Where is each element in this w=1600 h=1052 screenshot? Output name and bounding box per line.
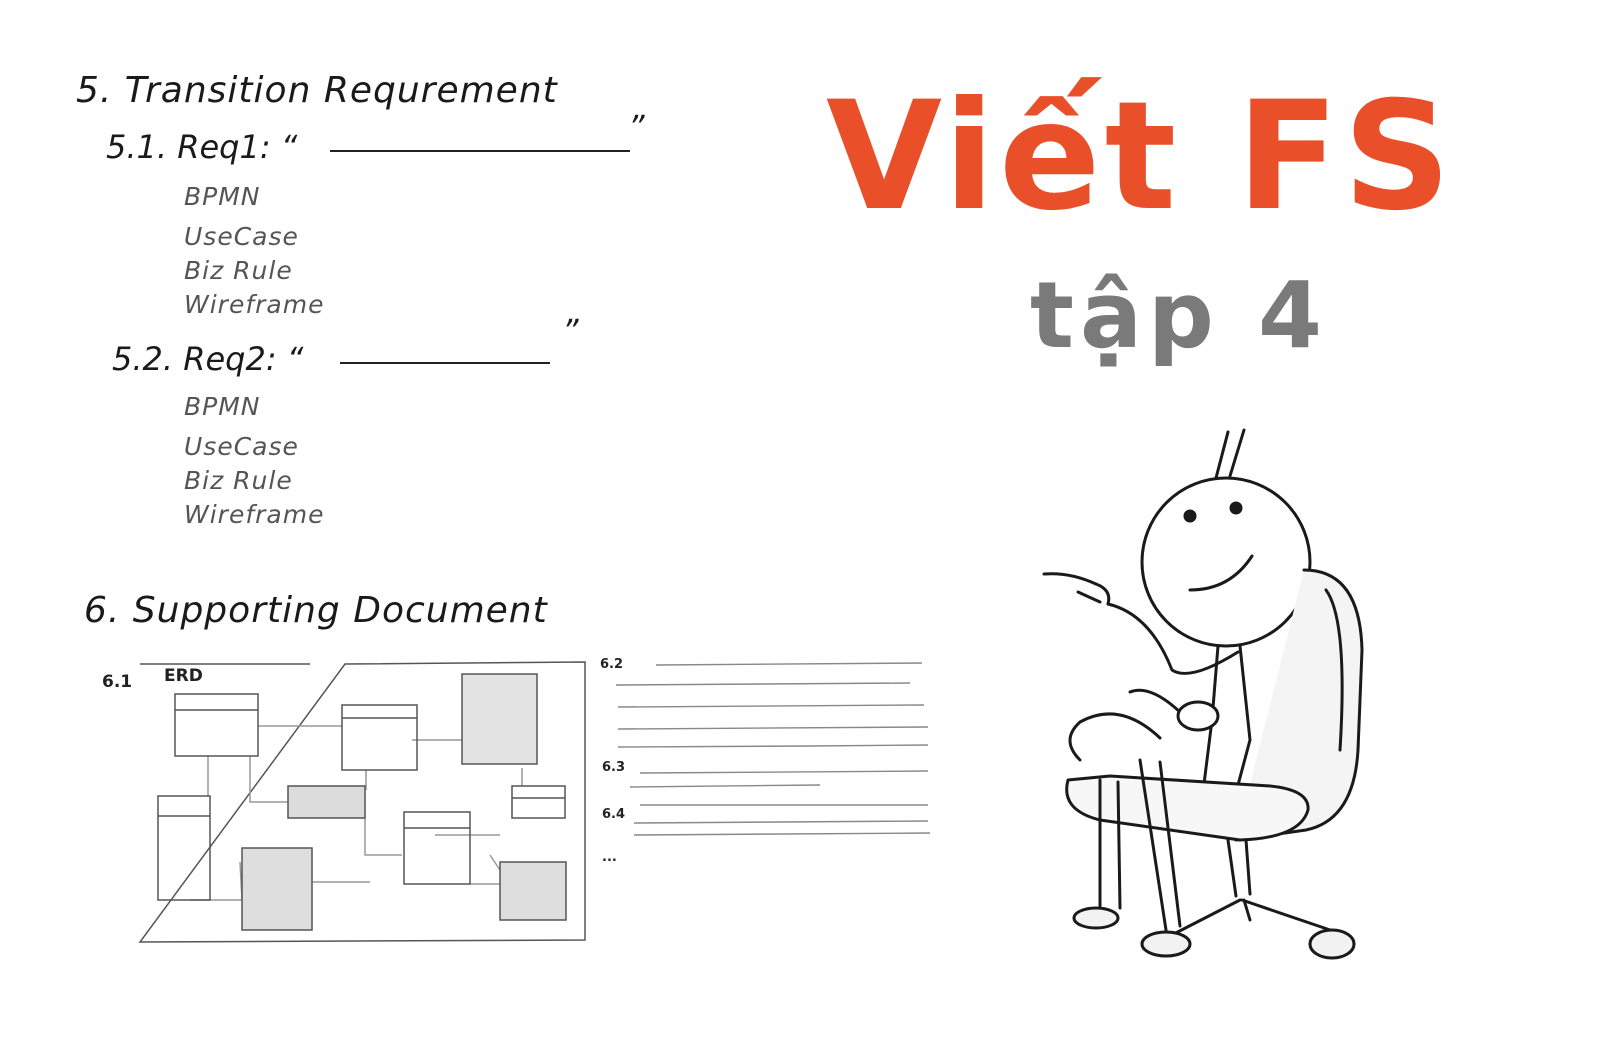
side-number-more: ...	[602, 850, 617, 865]
req1-open-quote: “	[280, 128, 298, 166]
req1-blank	[330, 150, 630, 152]
erd-label: ERD	[164, 666, 203, 686]
section-5-heading: 5. Transition Requrement	[76, 70, 558, 111]
side-number-6-4: 6.4	[602, 807, 626, 822]
side-number-6-3: 6.3	[602, 760, 626, 775]
erd-table-2	[341, 704, 418, 771]
req1-close-quote: ”	[628, 108, 645, 146]
req2-line: 5.2. Req2: “	[112, 340, 303, 378]
erd-connectors	[190, 725, 523, 901]
title-sub: tập 4	[1030, 262, 1328, 369]
req2-blank	[340, 362, 550, 364]
erd-diagram	[138, 661, 586, 943]
erd-table-9	[499, 861, 567, 921]
erd-table-7	[403, 811, 471, 885]
req2-label: 5.2. Req2:	[112, 340, 277, 378]
erd-table-3	[461, 673, 538, 765]
stick-figure-sitting-pointing-icon	[1042, 428, 1364, 960]
title-main: Viết FS	[826, 70, 1456, 244]
placeholder-text-lines	[615, 662, 931, 836]
erd-table-6	[511, 785, 566, 819]
erd-table-8	[241, 847, 313, 931]
req2-item-usecase: UseCase	[184, 432, 299, 461]
erd-frame	[138, 661, 586, 943]
req1-item-bpmn: BPMN	[184, 182, 261, 211]
req2-close-quote: ”	[562, 312, 579, 350]
side-number-6-2: 6.2	[600, 657, 624, 672]
erd-number: 6.1	[102, 672, 133, 692]
req2-item-bpmn: BPMN	[184, 392, 261, 421]
req2-item-wireframe: Wireframe	[184, 500, 325, 529]
req2-open-quote: “	[286, 340, 304, 378]
erd-table-5	[287, 785, 366, 819]
req1-line: 5.1. Req1: “	[106, 128, 297, 166]
req1-item-usecase: UseCase	[184, 222, 299, 251]
req1-label: 5.1. Req1:	[106, 128, 271, 166]
req2-item-bizrule: Biz Rule	[184, 466, 293, 495]
req1-item-wireframe: Wireframe	[184, 290, 325, 319]
erd-table-1	[174, 693, 259, 757]
erd-table-4	[157, 795, 211, 901]
section-6-heading: 6. Supporting Document	[84, 590, 548, 631]
req1-item-bizrule: Biz Rule	[184, 256, 293, 285]
